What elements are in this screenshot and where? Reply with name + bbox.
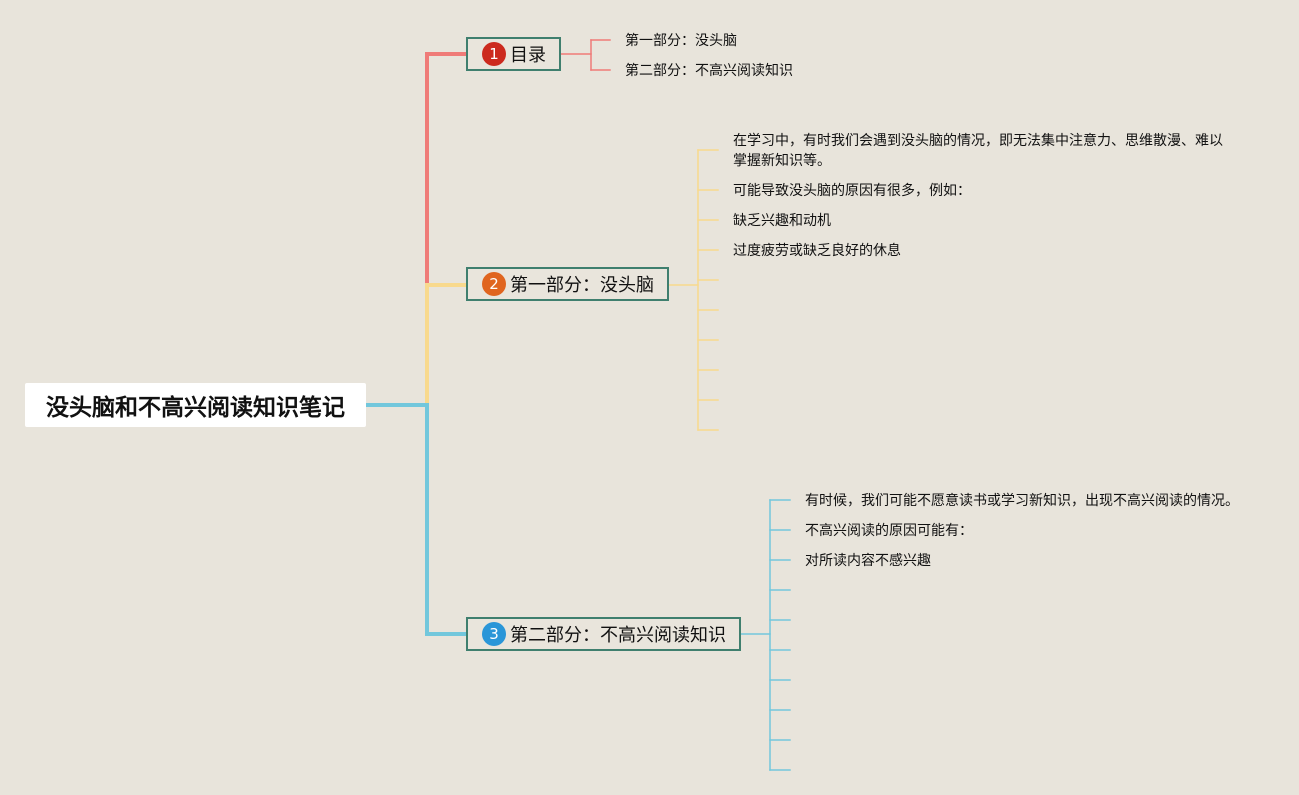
topic-label: 第二部分：不高兴阅读知识 bbox=[510, 625, 726, 646]
number-badge-2: 2 bbox=[482, 272, 506, 296]
leaf-item[interactable]: 不高兴阅读的原因可能有： bbox=[805, 523, 973, 539]
leaf-item[interactable]: 有时候，我们可能不愿意读书或学习新知识，出现不高兴阅读的情况。 bbox=[805, 493, 1239, 509]
leaf-item[interactable]: 过度疲劳或缺乏良好的休息 bbox=[733, 243, 901, 259]
leaf-item[interactable]: 缺乏兴趣和动机 bbox=[733, 213, 831, 229]
leaf-item[interactable]: 可能导致没头脑的原因有很多，例如： bbox=[733, 183, 971, 199]
leaf-item[interactable]: 第二部分：不高兴阅读知识 bbox=[625, 63, 793, 79]
topic-part-one[interactable]: 2 第一部分：没头脑 bbox=[466, 267, 669, 301]
root-title: 没头脑和不高兴阅读知识笔记 bbox=[46, 395, 345, 421]
topic-label: 目录 bbox=[510, 45, 546, 66]
leaf-item[interactable]: 在学习中，有时我们会遇到没头脑的情况，即无法集中注意力、思维散漫、难以掌握新知识… bbox=[733, 133, 1223, 169]
topic-table-of-contents[interactable]: 1 目录 bbox=[466, 37, 561, 71]
number-badge-3: 3 bbox=[482, 622, 506, 646]
number-badge-1: 1 bbox=[482, 42, 506, 66]
topic-part-two[interactable]: 3 第二部分：不高兴阅读知识 bbox=[466, 617, 741, 651]
root-topic[interactable]: 没头脑和不高兴阅读知识笔记 bbox=[25, 383, 366, 427]
topic-label: 第一部分：没头脑 bbox=[510, 275, 654, 296]
leaf-item[interactable]: 第一部分：没头脑 bbox=[625, 33, 737, 49]
leaf-item[interactable]: 对所读内容不感兴趣 bbox=[805, 553, 931, 569]
